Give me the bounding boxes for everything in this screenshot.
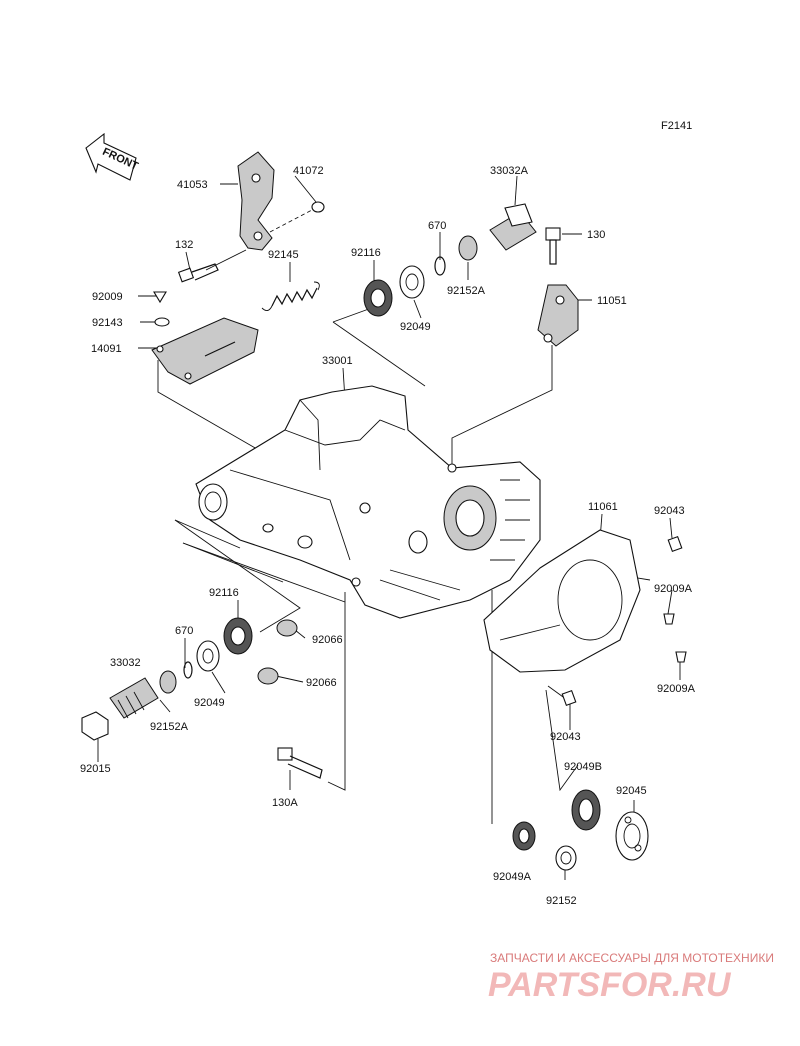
shaft-33032 (109, 677, 159, 719)
label-130A: 130A (272, 797, 298, 809)
label-33032: 33032 (110, 657, 141, 669)
dowel-92043-top (667, 535, 683, 553)
collar-92152 (555, 845, 577, 871)
cover-14091 (151, 317, 259, 385)
label-33032A: 33032A (490, 165, 529, 177)
bearing-92116-lower (223, 617, 253, 655)
label-130: 130 (587, 229, 605, 241)
label-92043-lower: 92043 (550, 731, 581, 743)
label-92049-top: 92049 (400, 321, 431, 333)
label-92049-lower: 92049 (194, 697, 225, 709)
seal-92049-lower (196, 640, 220, 672)
label-41053: 41053 (177, 179, 208, 191)
label-92152: 92152 (546, 895, 577, 907)
bracket-41053 (205, 151, 275, 271)
label-11061: 11061 (588, 501, 618, 513)
label-92043-top: 92043 (654, 505, 685, 517)
bracket-11051 (537, 284, 579, 347)
watermark-tagline: ЗАПЧАСТИ И АКСЕССУАРЫ ДЛЯ МОТОТЕХНИКИ (490, 951, 774, 965)
seal-92049B (571, 789, 601, 831)
label-11051: 11051 (597, 295, 627, 307)
cap-92066-upper (276, 619, 298, 637)
label-41072: 41072 (293, 165, 324, 177)
dowel-92043-lower (561, 689, 577, 707)
label-92009A-lower: 92009A (657, 683, 696, 695)
label-92066-lower: 92066 (306, 677, 337, 689)
washer-92143 (154, 317, 170, 327)
circlip-670-lower (183, 661, 193, 679)
spring-92145 (261, 281, 320, 311)
label-92009: 92009 (92, 291, 123, 303)
label-670-top: 670 (428, 220, 446, 232)
label-92049B: 92049B (564, 761, 602, 773)
screw-92009A-lower (675, 651, 687, 663)
bearing-92045 (615, 811, 649, 861)
seal-92049-top (399, 265, 425, 299)
label-92116-top: 92116 (351, 247, 381, 259)
collar-92152A-lower (159, 670, 177, 694)
nut-92015 (81, 711, 109, 741)
front-arrow-icon: FRONT (85, 132, 140, 181)
cap-92066-lower (257, 667, 279, 685)
collar-92152A-top (458, 235, 478, 261)
bolt-130A (277, 747, 323, 779)
label-92015: 92015 (80, 763, 111, 775)
screw-92009 (153, 291, 167, 304)
label-92045: 92045 (616, 785, 647, 797)
label-92116-lower: 92116 (209, 587, 239, 599)
bolt-130 (545, 227, 561, 265)
nut-41072 (269, 201, 325, 233)
case-33001 (195, 385, 541, 619)
label-132: 132 (175, 239, 193, 251)
label-92152A-top: 92152A (447, 285, 486, 297)
part-labels: 41053 41072 132 92145 92009 92143 14091 … (80, 165, 696, 907)
label-14091: 14091 (91, 343, 122, 355)
figure-code: F2141 (661, 120, 692, 132)
shaft-33032A (489, 203, 537, 251)
screw-92009A-upper (663, 613, 675, 625)
label-92152A-lower: 92152A (150, 721, 189, 733)
label-92009A-upper: 92009A (654, 583, 693, 595)
label-92143: 92143 (92, 317, 123, 329)
label-670-lower: 670 (175, 625, 193, 637)
label-92049A: 92049A (493, 871, 532, 883)
bolt-132 (177, 263, 219, 283)
bearing-92116-top (363, 279, 393, 317)
label-92066-upper: 92066 (312, 634, 343, 646)
circlip-670-top (434, 256, 446, 276)
label-33001: 33001 (322, 355, 353, 367)
label-92145: 92145 (268, 249, 299, 261)
watermark: ЗАПЧАСТИ И АКСЕССУАРЫ ДЛЯ МОТОТЕХНИКИ PA… (488, 951, 774, 1004)
watermark-brand: PARTSFOR.RU (488, 966, 732, 1004)
gasket-11061 (483, 529, 641, 673)
seal-92049A (512, 821, 536, 851)
